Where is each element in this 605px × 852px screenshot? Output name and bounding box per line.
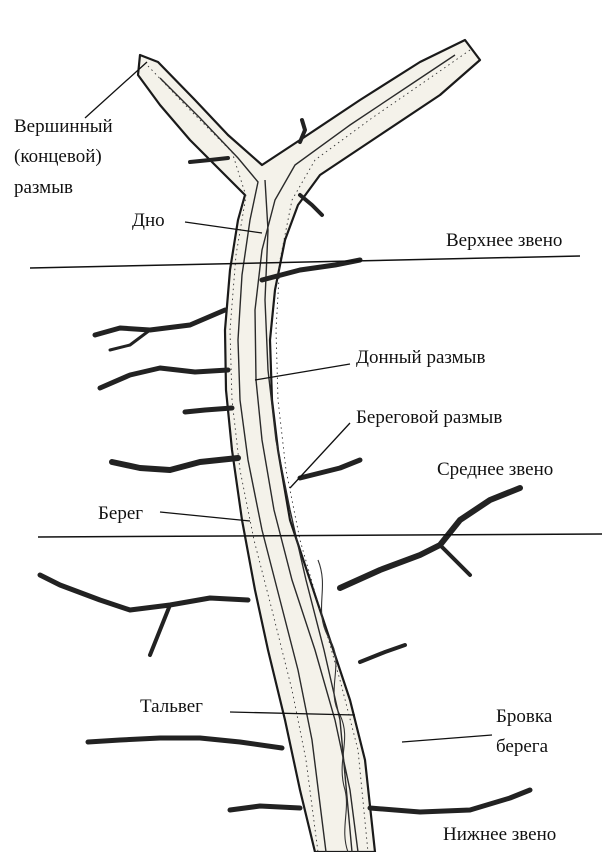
gully-upper-left-2 — [110, 330, 150, 350]
gully-top-small-3 — [300, 195, 322, 215]
label-upper-reach: Верхнее звено — [446, 230, 562, 251]
label-bottom-erosion: Донный размыв — [356, 347, 485, 368]
gully-left-4 — [185, 408, 232, 412]
label-bank-edge-2: берега — [496, 736, 549, 757]
label-bank: Берег — [98, 503, 143, 524]
middle-reach-divider — [38, 534, 602, 537]
gully-right-5 — [360, 645, 405, 662]
gully-left-5 — [112, 458, 238, 470]
gully-left-9 — [230, 806, 300, 810]
label-head-erosion: Вершинный (концевой) размыв — [14, 116, 117, 198]
label-bank-edge: Бровка берега — [496, 706, 557, 757]
label-thalweg: Тальвег — [140, 696, 203, 717]
label-middle-reach: Среднее звено — [437, 459, 553, 480]
label-bank-edge-1: Бровка — [496, 706, 553, 727]
gully-right-3 — [340, 488, 520, 588]
gully-left-7 — [150, 605, 170, 655]
leader-bank — [160, 512, 250, 521]
upper-reach-divider — [30, 256, 580, 268]
leader-head-erosion — [85, 62, 147, 118]
label-head-erosion-2: (концевой) — [14, 146, 102, 167]
gully-upper-left-1 — [95, 310, 225, 335]
gully-left-6 — [40, 575, 248, 610]
label-bank-erosion: Береговой размыв — [356, 407, 502, 428]
leader-bank-edge — [402, 735, 492, 742]
gully-right-2 — [300, 460, 360, 478]
label-lower-reach: Нижнее звено — [443, 824, 556, 845]
label-bottom: Дно — [132, 210, 165, 231]
label-head-erosion-3: размыв — [14, 177, 73, 198]
leader-bank-erosion — [290, 423, 350, 488]
gully-right-4 — [440, 545, 470, 575]
gully-left-8 — [88, 738, 282, 748]
label-head-erosion-1: Вершинный — [14, 116, 113, 137]
gully-right-6 — [370, 790, 530, 812]
gully-left-3 — [100, 368, 228, 388]
